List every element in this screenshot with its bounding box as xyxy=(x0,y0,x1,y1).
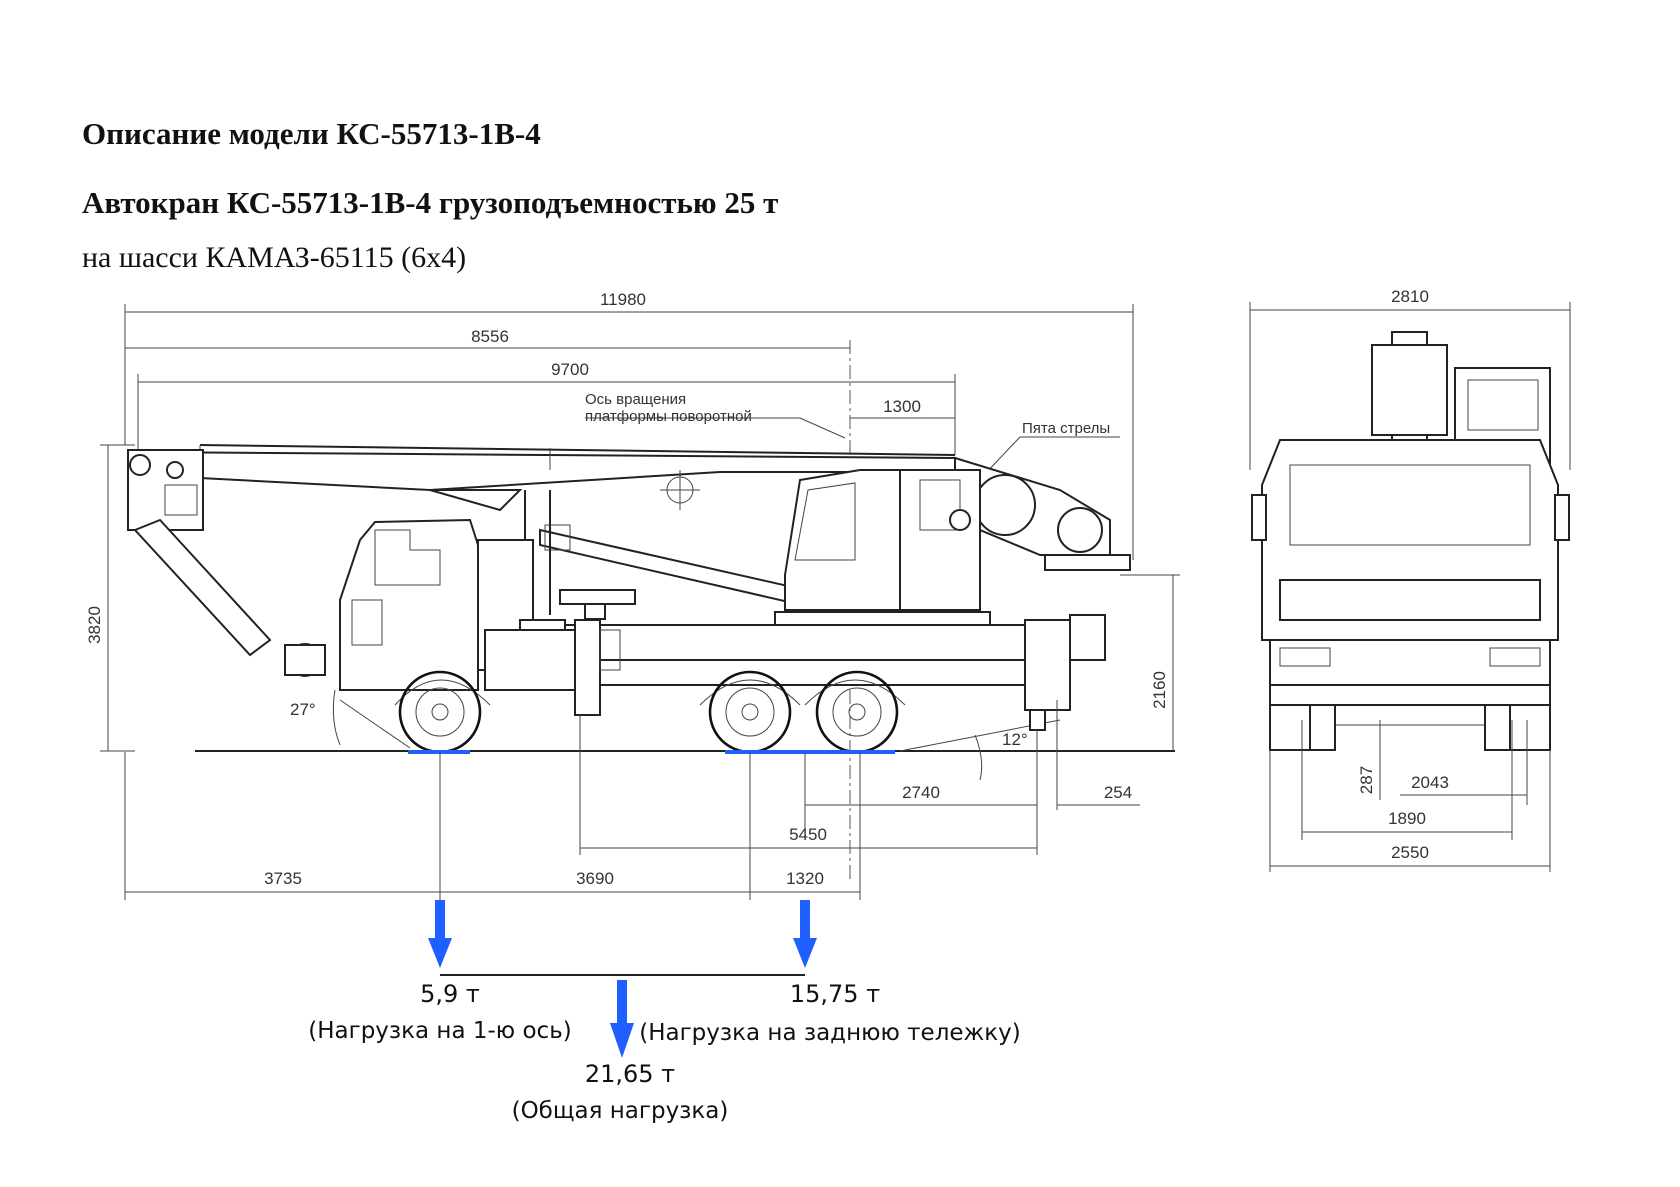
dim-bogie-base: 1320 xyxy=(786,869,824,888)
rear-bogie-load-label: (Нагрузка на заднюю тележку) xyxy=(639,1020,1021,1046)
axle-loads: 5,9 т (Нагрузка на 1-ю ось) 15,75 т (Наг… xyxy=(308,900,1021,1124)
dim-boom-length: 9700 xyxy=(551,360,589,379)
dim-overall-width: 2550 xyxy=(1391,843,1429,862)
page-subtitle: Автокран КС-55713-1В-4 грузоподъемностью… xyxy=(82,185,779,220)
page-title: Описание модели КС-55713-1В-4 xyxy=(82,116,541,151)
dim-approach-angle: 27° xyxy=(290,700,316,719)
front-view: 2810 287 2043 1890 xyxy=(1249,287,1571,872)
note-boom-heel: Пята стрелы xyxy=(1022,420,1110,437)
dim-outrigger-base: 5450 xyxy=(789,825,827,844)
front-axle-arrow xyxy=(428,900,452,968)
dim-outrigger-width: 2810 xyxy=(1391,287,1429,306)
dim-wheelbase: 3690 xyxy=(576,869,614,888)
dim-to-rotation-axis: 8556 xyxy=(471,327,509,346)
chassis-caption: на шасси КАМАЗ-65115 (6х4) xyxy=(82,241,467,274)
dim-overall-length: 11980 xyxy=(600,290,646,309)
note-rotation-axis-1: Ось вращения xyxy=(585,391,686,408)
crane-body xyxy=(127,444,1131,754)
front-axle-load-label: (Нагрузка на 1-ю ось) xyxy=(308,1018,571,1044)
rear-bogie-load-value: 15,75 т xyxy=(790,980,880,1008)
dim-front-to-axle1: 3735 xyxy=(264,869,302,888)
total-load-arrow xyxy=(610,980,634,1058)
dim-rear-overhang-a: 2740 xyxy=(902,783,940,802)
total-load-label: (Общая нагрузка) xyxy=(512,1098,729,1124)
rear-bogie-arrow xyxy=(793,900,817,968)
dim-overall-height: 3820 xyxy=(85,606,104,644)
note-rotation-axis-2: платформы поворотной xyxy=(585,408,752,425)
front-axle-load-value: 5,9 т xyxy=(420,980,480,1008)
vertical-dimensions: 3820 2160 xyxy=(85,444,1180,752)
side-view: 11980 8556 9700 1300 Ось вращения платфо… xyxy=(85,290,1180,900)
dim-frame-height: 2160 xyxy=(1150,671,1169,709)
dim-clearance: 287 xyxy=(1357,766,1376,794)
total-load-value: 21,65 т xyxy=(585,1060,675,1088)
dim-track-front: 1890 xyxy=(1388,809,1426,828)
dim-rear-overhang-b: 254 xyxy=(1104,783,1132,802)
dim-departure-angle: 12° xyxy=(1002,730,1028,749)
top-dimensions: 11980 8556 9700 1300 Ось вращения платфо… xyxy=(124,290,1134,880)
dim-rotation-to-heel: 1300 xyxy=(883,397,921,416)
bottom-dimensions: 2740 254 5450 3735 3690 1320 xyxy=(124,700,1140,900)
dim-track-rear: 2043 xyxy=(1411,773,1449,792)
